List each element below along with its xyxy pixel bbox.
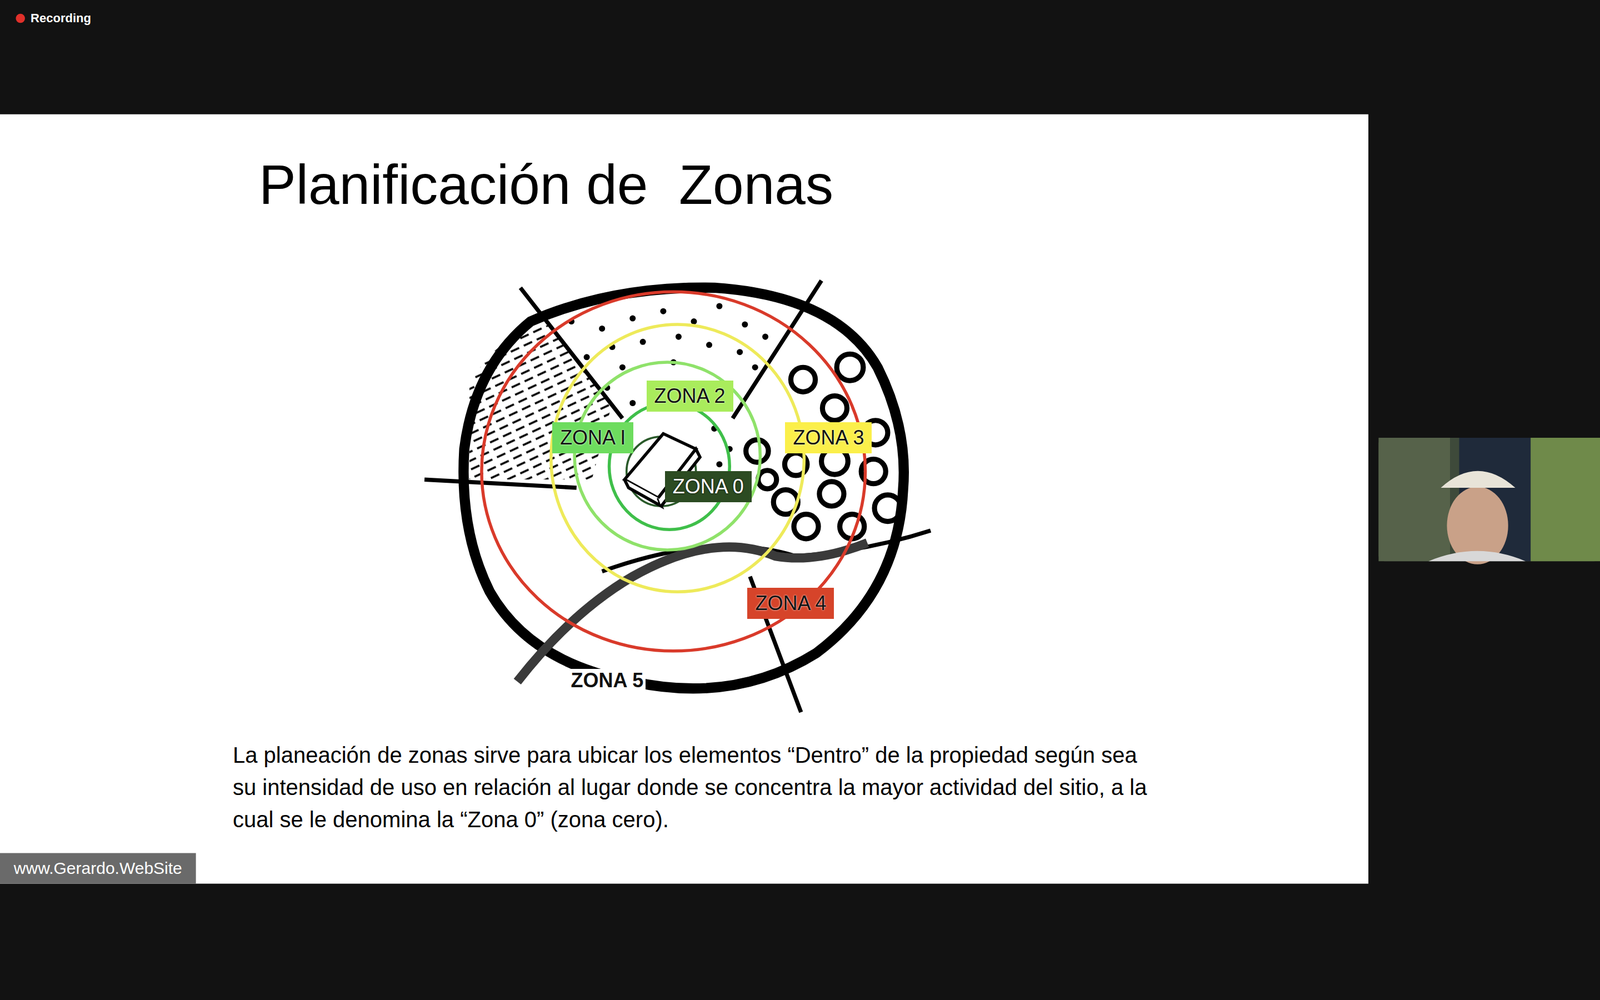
zone-tag: ZONA 3	[785, 422, 872, 454]
zone-ring	[481, 291, 866, 652]
zone-tag: ZONA 4	[747, 587, 834, 619]
webcam-feed	[1378, 437, 1600, 565]
slide-title: Planificación de Zonas	[258, 151, 834, 218]
zone-name: ZONA I	[560, 425, 626, 450]
hatched-field	[448, 306, 633, 633]
slide	[0, 114, 1369, 884]
zone-name: ZONA 2	[654, 383, 726, 409]
watermark: www.Gerardo.WebSite	[13, 858, 183, 878]
site-lines	[424, 280, 931, 713]
zone-ring	[574, 362, 760, 550]
zone-name: ZONA 0	[672, 474, 744, 499]
zone-tag: ZONA 2	[646, 380, 734, 412]
property-boundary	[463, 287, 904, 689]
watermark-bar	[0, 853, 197, 884]
slide-caption: La planeación de zonas sirve para ubicar…	[232, 738, 1155, 836]
record-dot	[15, 13, 25, 24]
zone-name: ZONA 3	[792, 425, 864, 450]
zone-name: ZONA 4	[755, 591, 827, 616]
recording-label: Recording	[30, 11, 92, 26]
zone-ring	[551, 324, 805, 592]
zone-name: ZONA 5	[568, 668, 647, 693]
zone-tag: ZONA 0	[665, 471, 752, 503]
zone-tag: ZONA I	[552, 422, 634, 454]
tree-circles	[746, 353, 902, 539]
